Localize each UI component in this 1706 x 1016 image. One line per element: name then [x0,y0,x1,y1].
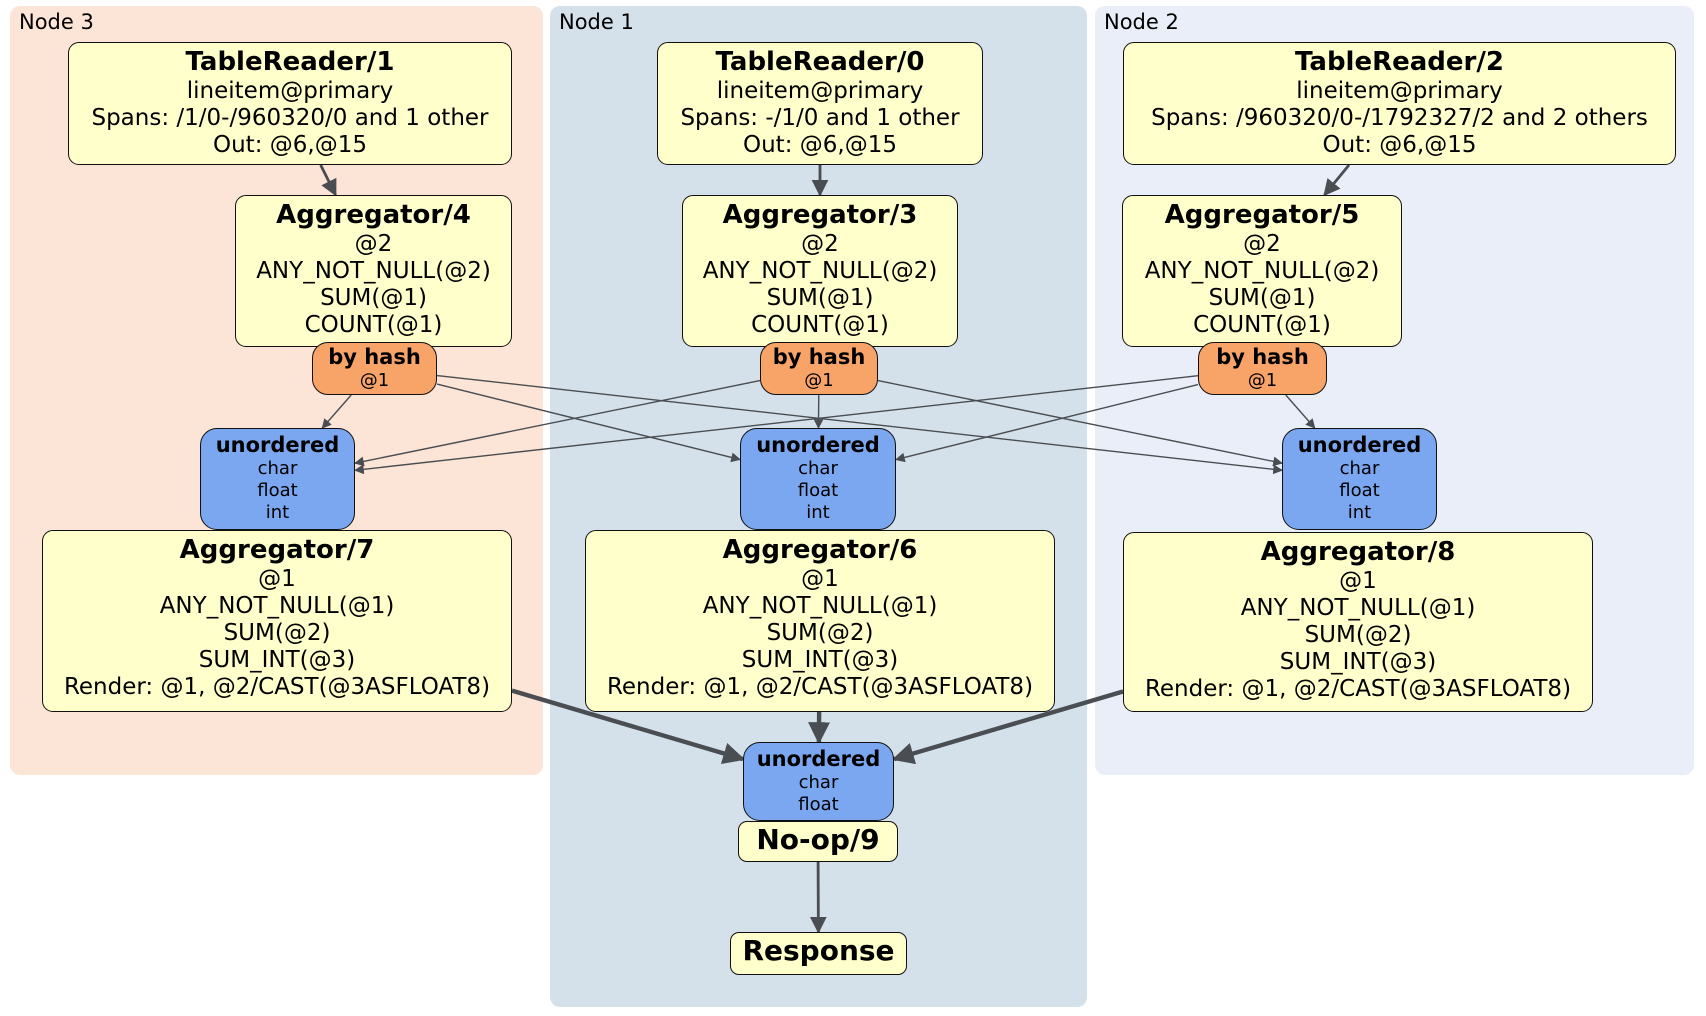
node2-label: Node 2 [1104,10,1179,34]
node-detail: Render: @1, @2/CAST(@3ASFLOAT8) [63,674,491,700]
node-detail: Spans: /960320/0-/1792327/2 and 2 others [1151,105,1648,131]
node-detail: SUM(@1) [1208,285,1316,311]
node-detail: @2 [354,231,393,257]
node-detail: @1 [258,566,296,592]
node-detail: COUNT(@1) [751,312,889,338]
node-detail: SUM_INT(@3) [741,647,899,673]
node-title: Aggregator/8 [1260,537,1456,567]
sync-detail: float [798,794,839,815]
node-aggregator-8: Aggregator/8 @1 ANY_NOT_NULL(@1) SUM(@2)… [1123,532,1593,712]
sync-detail: float [797,480,839,501]
node-detail: lineitem@primary [186,78,394,104]
node-detail: COUNT(@1) [304,312,443,338]
node-detail: SUM(@2) [766,620,874,646]
router-by-hash-right: by hash @1 [1198,342,1327,395]
sync-detail: int [265,502,290,523]
sync-title: unordered [756,433,880,457]
node-title: Aggregator/5 [1164,200,1360,230]
node-title: Response [742,934,895,967]
router-by-hash-left: by hash @1 [312,342,437,395]
node-title: TableReader/2 [1295,47,1504,77]
node-tablereader-2: TableReader/2 lineitem@primary Spans: /9… [1123,42,1676,165]
node-title: TableReader/1 [185,47,395,77]
node-detail: ANY_NOT_NULL(@1) [702,593,938,619]
sync-detail: float [1339,480,1380,501]
sync-unordered-final: unordered char float [743,742,894,821]
node-detail: Render: @1, @2/CAST(@3ASFLOAT8) [1144,676,1572,702]
node-detail: Out: @6,@15 [213,132,367,158]
node-detail: SUM(@1) [766,285,874,311]
node-tablereader-1: TableReader/1 lineitem@primary Spans: /1… [68,42,512,165]
node-detail: ANY_NOT_NULL(@1) [159,593,395,619]
node-detail: @2 [1243,231,1281,257]
node-title: TableReader/0 [715,47,925,77]
node-detail: ANY_NOT_NULL(@2) [256,258,491,284]
sync-title: unordered [756,747,881,771]
sync-title: unordered [1297,433,1422,457]
node-title: Aggregator/7 [179,535,375,565]
node-detail: lineitem@primary [1296,78,1503,104]
sync-detail: int [806,502,830,523]
sync-unordered-right: unordered char float int [1282,428,1437,530]
node-title: Aggregator/4 [276,200,471,230]
sync-unordered-left: unordered char float int [200,428,355,530]
router-detail: @1 [804,370,834,391]
node1-label: Node 1 [559,10,634,34]
node-title: Aggregator/3 [722,200,918,230]
sync-detail: char [798,458,838,479]
node-aggregator-7: Aggregator/7 @1 ANY_NOT_NULL(@1) SUM(@2)… [42,530,512,712]
node-detail: SUM(@2) [223,620,331,646]
router-title: by hash [328,345,421,369]
node-detail: SUM(@2) [1304,622,1412,648]
node-detail: ANY_NOT_NULL(@2) [702,258,938,284]
sync-detail: char [1339,458,1380,479]
node-detail: Out: @6,@15 [743,132,897,158]
router-detail: @1 [359,370,390,391]
sync-detail: float [257,480,298,501]
node-detail: ANY_NOT_NULL(@1) [1240,595,1476,621]
node-tablereader-0: TableReader/0 lineitem@primary Spans: -/… [657,42,983,165]
sync-title: unordered [215,433,340,457]
sync-detail: int [1347,502,1372,523]
node-detail: Out: @6,@15 [1322,132,1477,158]
node-detail: @1 [1339,568,1377,594]
node-detail: lineitem@primary [716,78,924,104]
node-detail: Render: @1, @2/CAST(@3ASFLOAT8) [606,674,1034,700]
router-by-hash-center: by hash @1 [760,342,878,395]
node-response: Response [730,932,907,975]
node-detail: @1 [801,566,839,592]
node-aggregator-5: Aggregator/5 @2 ANY_NOT_NULL(@2) SUM(@1)… [1122,195,1402,347]
node-detail: ANY_NOT_NULL(@2) [1144,258,1380,284]
node-no-op-9: No-op/9 [738,821,898,862]
node-title: No-op/9 [756,823,880,856]
node-aggregator-6: Aggregator/6 @1 ANY_NOT_NULL(@1) SUM(@2)… [585,530,1055,712]
node-detail: Spans: -/1/0 and 1 other [680,105,960,131]
sync-detail: char [798,772,839,793]
node-detail: @2 [801,231,839,257]
node-aggregator-4: Aggregator/4 @2 ANY_NOT_NULL(@2) SUM(@1)… [235,195,512,347]
node-detail: SUM_INT(@3) [1279,649,1437,675]
sync-unordered-center: unordered char float int [740,428,896,530]
node-detail: SUM_INT(@3) [198,647,356,673]
node-aggregator-3: Aggregator/3 @2 ANY_NOT_NULL(@2) SUM(@1)… [682,195,958,347]
node-title: Aggregator/6 [722,535,918,565]
router-detail: @1 [1247,370,1278,391]
node-detail: COUNT(@1) [1193,312,1331,338]
router-title: by hash [1216,345,1309,369]
node-detail: SUM(@1) [320,285,427,311]
router-title: by hash [772,345,866,369]
node-detail: Spans: /1/0-/960320/0 and 1 other [91,105,489,131]
sync-detail: char [257,458,298,479]
node3-label: Node 3 [19,10,94,34]
